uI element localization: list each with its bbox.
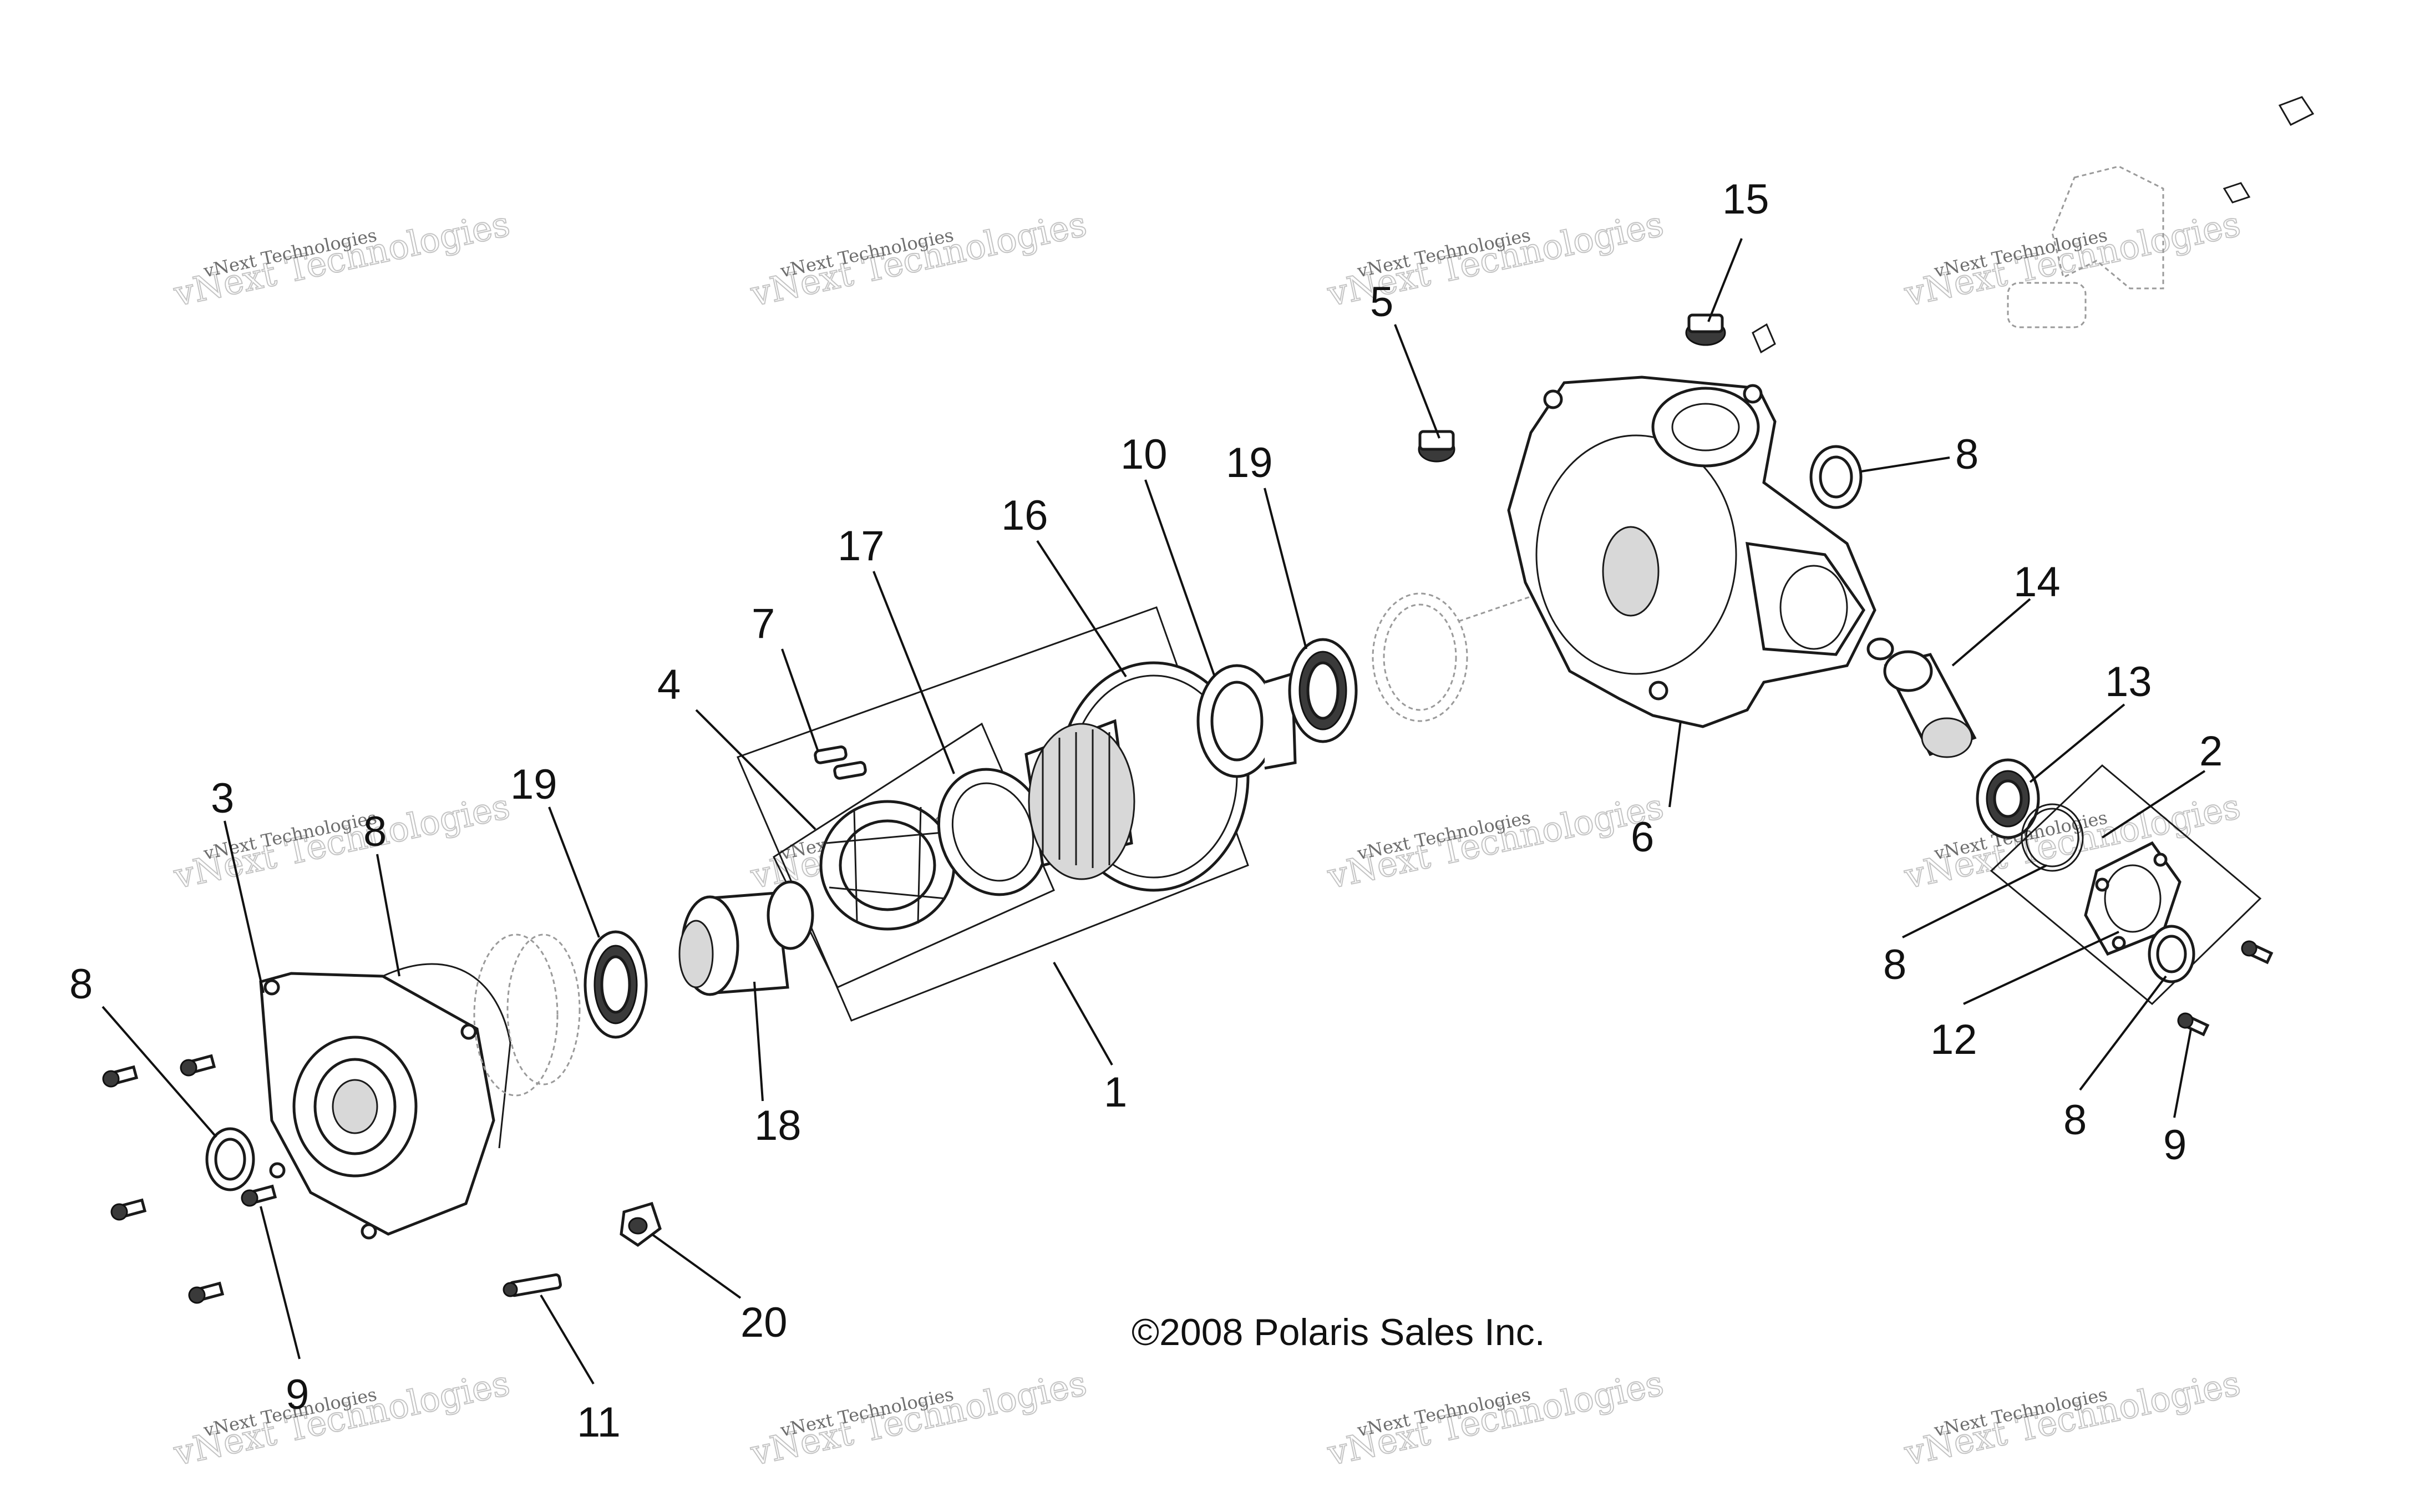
copyright-text: ©2008 Polaris Sales Inc. [1132, 1311, 1545, 1353]
watermark: vNext Technologies vNext Technologies [170, 1362, 514, 1474]
watermark: vNext Technologies vNext Technologies [1900, 203, 2245, 315]
part-14-pinion-shaft [1866, 637, 1977, 758]
part-8-seal-left [205, 1127, 255, 1191]
assembly-1-box [736, 606, 1249, 1022]
part-9-bolts-left [102, 1054, 277, 1304]
part-20-clip [620, 1201, 662, 1247]
part-6-gearcase [1507, 376, 1876, 728]
callout-19: 19 [1226, 439, 1273, 486]
watermark: vNext Technologies vNext Technologies [1900, 785, 2245, 897]
callout-18: 18 [754, 1102, 801, 1149]
assembly-4-box [773, 722, 1055, 988]
callout-14: 14 [2013, 559, 2061, 606]
part-4-roll-cage [819, 800, 956, 931]
assembly-2-box [1990, 764, 2262, 1006]
callout-8: 8 [2063, 1097, 2087, 1144]
part-19-bearing-right [1288, 638, 1358, 743]
watermark: vNext Technologies vNext Technologies [747, 203, 1091, 315]
callout-7: 7 [752, 600, 775, 647]
callout-1: 1 [1104, 1069, 1127, 1116]
part-15-plug [1685, 313, 1776, 354]
part-17-armature-plate [937, 768, 1049, 896]
callout-13: 13 [2105, 658, 2152, 706]
watermark: vNext Technologies vNext Technologies [170, 203, 514, 315]
part-10-bearing [1196, 664, 1297, 778]
callout-2: 2 [2199, 728, 2223, 775]
part-8-seal-upper-right [1809, 445, 1863, 509]
callout-4: 4 [657, 661, 681, 708]
callout-12: 12 [1930, 1016, 1977, 1063]
part-8-seal-box2 [2148, 925, 2195, 983]
callout-8: 8 [1955, 431, 1979, 478]
callout-9: 9 [286, 1371, 309, 1418]
callout-3: 3 [211, 775, 234, 822]
callout-8: 8 [69, 961, 93, 1008]
callout-8: 8 [363, 808, 387, 855]
ghost-ring-gear [1372, 584, 1565, 722]
watermark: vNext Technologies vNext Technologies [1323, 1362, 1668, 1474]
callout-5: 5 [1370, 278, 1393, 326]
callout-11: 11 [577, 1399, 621, 1446]
part-19-bearing-left [584, 930, 648, 1039]
part-8-oring-right [2021, 803, 2084, 872]
callout-20: 20 [740, 1299, 788, 1346]
callout-17: 17 [838, 522, 885, 570]
leader-lines [102, 238, 2206, 1385]
watermark: vNext Technologies vNext Technologies [747, 1362, 1091, 1474]
callout-9: 9 [2163, 1122, 2187, 1169]
part-5-vent-fitting [1418, 430, 1455, 463]
part-18-hub-shaft [678, 880, 814, 996]
callout-8: 8 [1883, 941, 1906, 988]
part-13-bearing [1976, 758, 2040, 839]
part-7-pins [814, 745, 867, 780]
callout-16: 16 [1001, 492, 1048, 539]
watermark: vNext Technologies vNext Technologies [1323, 785, 1668, 897]
callout-labels: 3 8 8 19 18 4 7 17 16 10 19 1 5 15 6 8 1… [69, 176, 2223, 1446]
callout-6: 6 [1631, 814, 1654, 861]
part-11-stud [503, 1273, 562, 1297]
callout-19: 19 [510, 761, 557, 808]
part-9-bolts-right [2177, 940, 2274, 1037]
part-3-cover-housing [259, 933, 581, 1240]
ghost-corner-parts [2007, 96, 2315, 328]
watermark: vNext Technologies vNext Technologies [1900, 1362, 2245, 1474]
callout-10: 10 [1120, 431, 1168, 478]
callout-15: 15 [1722, 176, 1769, 223]
